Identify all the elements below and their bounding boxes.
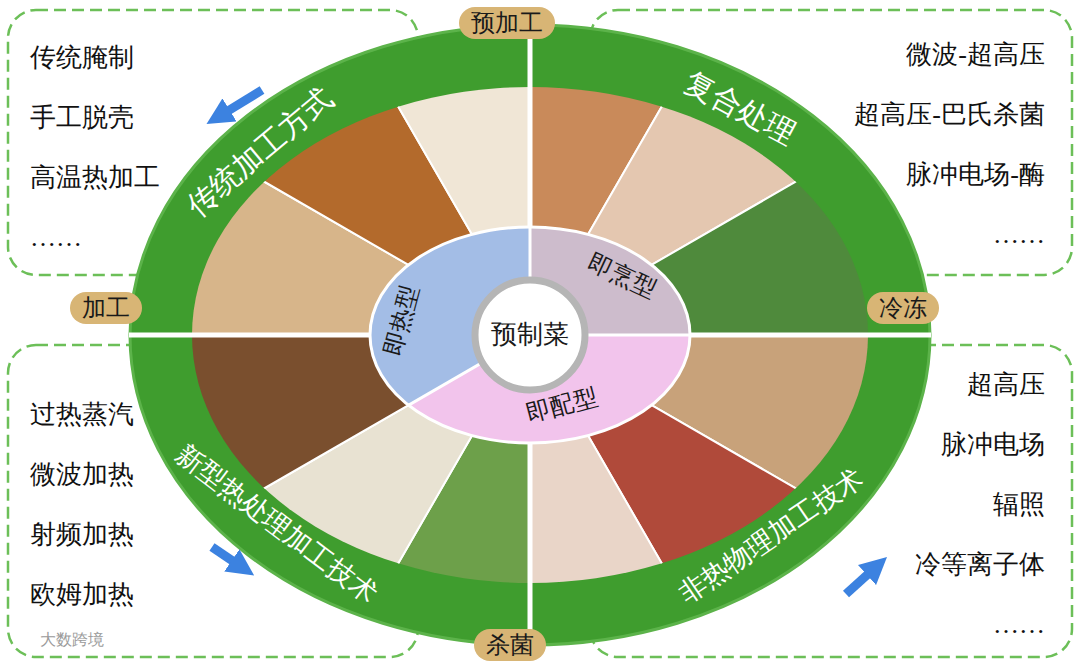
node-text: 预制菜: [491, 319, 569, 350]
stage-tab: 冷冻: [867, 292, 939, 325]
node-text: 冷冻: [879, 294, 927, 323]
direction-arrow: [846, 566, 877, 594]
watermark: 大数跨境: [40, 630, 104, 651]
type-sector: 即烹型: [583, 248, 660, 305]
method-list: 传统腌制手工脱壳高温热加工……: [30, 28, 160, 268]
category-band: 传统加工方式: [180, 81, 341, 224]
node-text: 脉冲电场: [915, 415, 1045, 475]
stage-tab: 预加工: [459, 7, 555, 40]
direction-arrow: [218, 90, 262, 117]
node-text: 新型热处理加工技术: [170, 438, 383, 610]
node-text: 手工脱壳: [30, 88, 160, 148]
node-text: 微波-超高压: [854, 25, 1045, 85]
direction-arrow: [212, 547, 243, 568]
node-text: 射频加热: [30, 505, 134, 565]
node-text: 高温热加工: [30, 148, 160, 208]
node-text: ……: [915, 595, 1045, 655]
divider-line: [129, 333, 371, 338]
category-band: 非热物理加工技术: [673, 462, 870, 610]
node-text: 即热型: [379, 281, 425, 358]
node-text: 即配型: [524, 382, 601, 428]
node-text: 传统加工方式: [180, 81, 341, 224]
stage-tab: 加工: [70, 292, 142, 325]
divider-line: [689, 333, 931, 338]
type-sector: 即热型: [379, 281, 425, 358]
category-band: 复合处理: [679, 64, 802, 152]
divider-line: [528, 24, 533, 228]
node-text: 脉冲电场-酶: [854, 145, 1045, 205]
sector-rim: [370, 227, 690, 443]
node-text: 超高压: [915, 355, 1045, 415]
node-text: 欧姆加热: [30, 565, 134, 625]
method-list: 过热蒸汽微波加热射频加热欧姆加热: [30, 385, 134, 625]
node-text: 加工: [82, 294, 130, 323]
node-text: 复合处理: [679, 64, 802, 152]
node-text: ……: [854, 205, 1045, 265]
node-text: ……: [30, 208, 160, 268]
type-sector: 即配型: [524, 382, 601, 428]
node-text: 微波加热: [30, 445, 134, 505]
stage-tab: 杀菌: [474, 629, 546, 662]
sector-shape: [530, 0, 1080, 335]
method-list: 超高压脉冲电场辐照冷等离子体……: [915, 355, 1045, 655]
center-circle: 预制菜: [491, 319, 569, 350]
category-band: 新型热处理加工技术: [170, 438, 383, 610]
node-text: 超高压-巴氏杀菌: [854, 85, 1045, 145]
node-text: 辐照: [915, 475, 1045, 535]
method-list: 微波-超高压超高压-巴氏杀菌脉冲电场-酶……: [854, 25, 1045, 265]
divider-line: [528, 442, 533, 646]
photo-wedge: [0, 335, 530, 635]
node-text: 预加工: [471, 9, 543, 38]
node-text: 杀菌: [486, 631, 534, 660]
center-circle-shape: [475, 280, 585, 390]
green-band: [130, 25, 930, 645]
node-text: 非热物理加工技术: [673, 462, 870, 610]
node-text: 过热蒸汽: [30, 385, 134, 445]
node-text: 传统腌制: [30, 28, 160, 88]
sector-shape: [0, 0, 530, 635]
node-text: 即烹型: [583, 248, 660, 305]
node-text: 冷等离子体: [915, 535, 1045, 595]
